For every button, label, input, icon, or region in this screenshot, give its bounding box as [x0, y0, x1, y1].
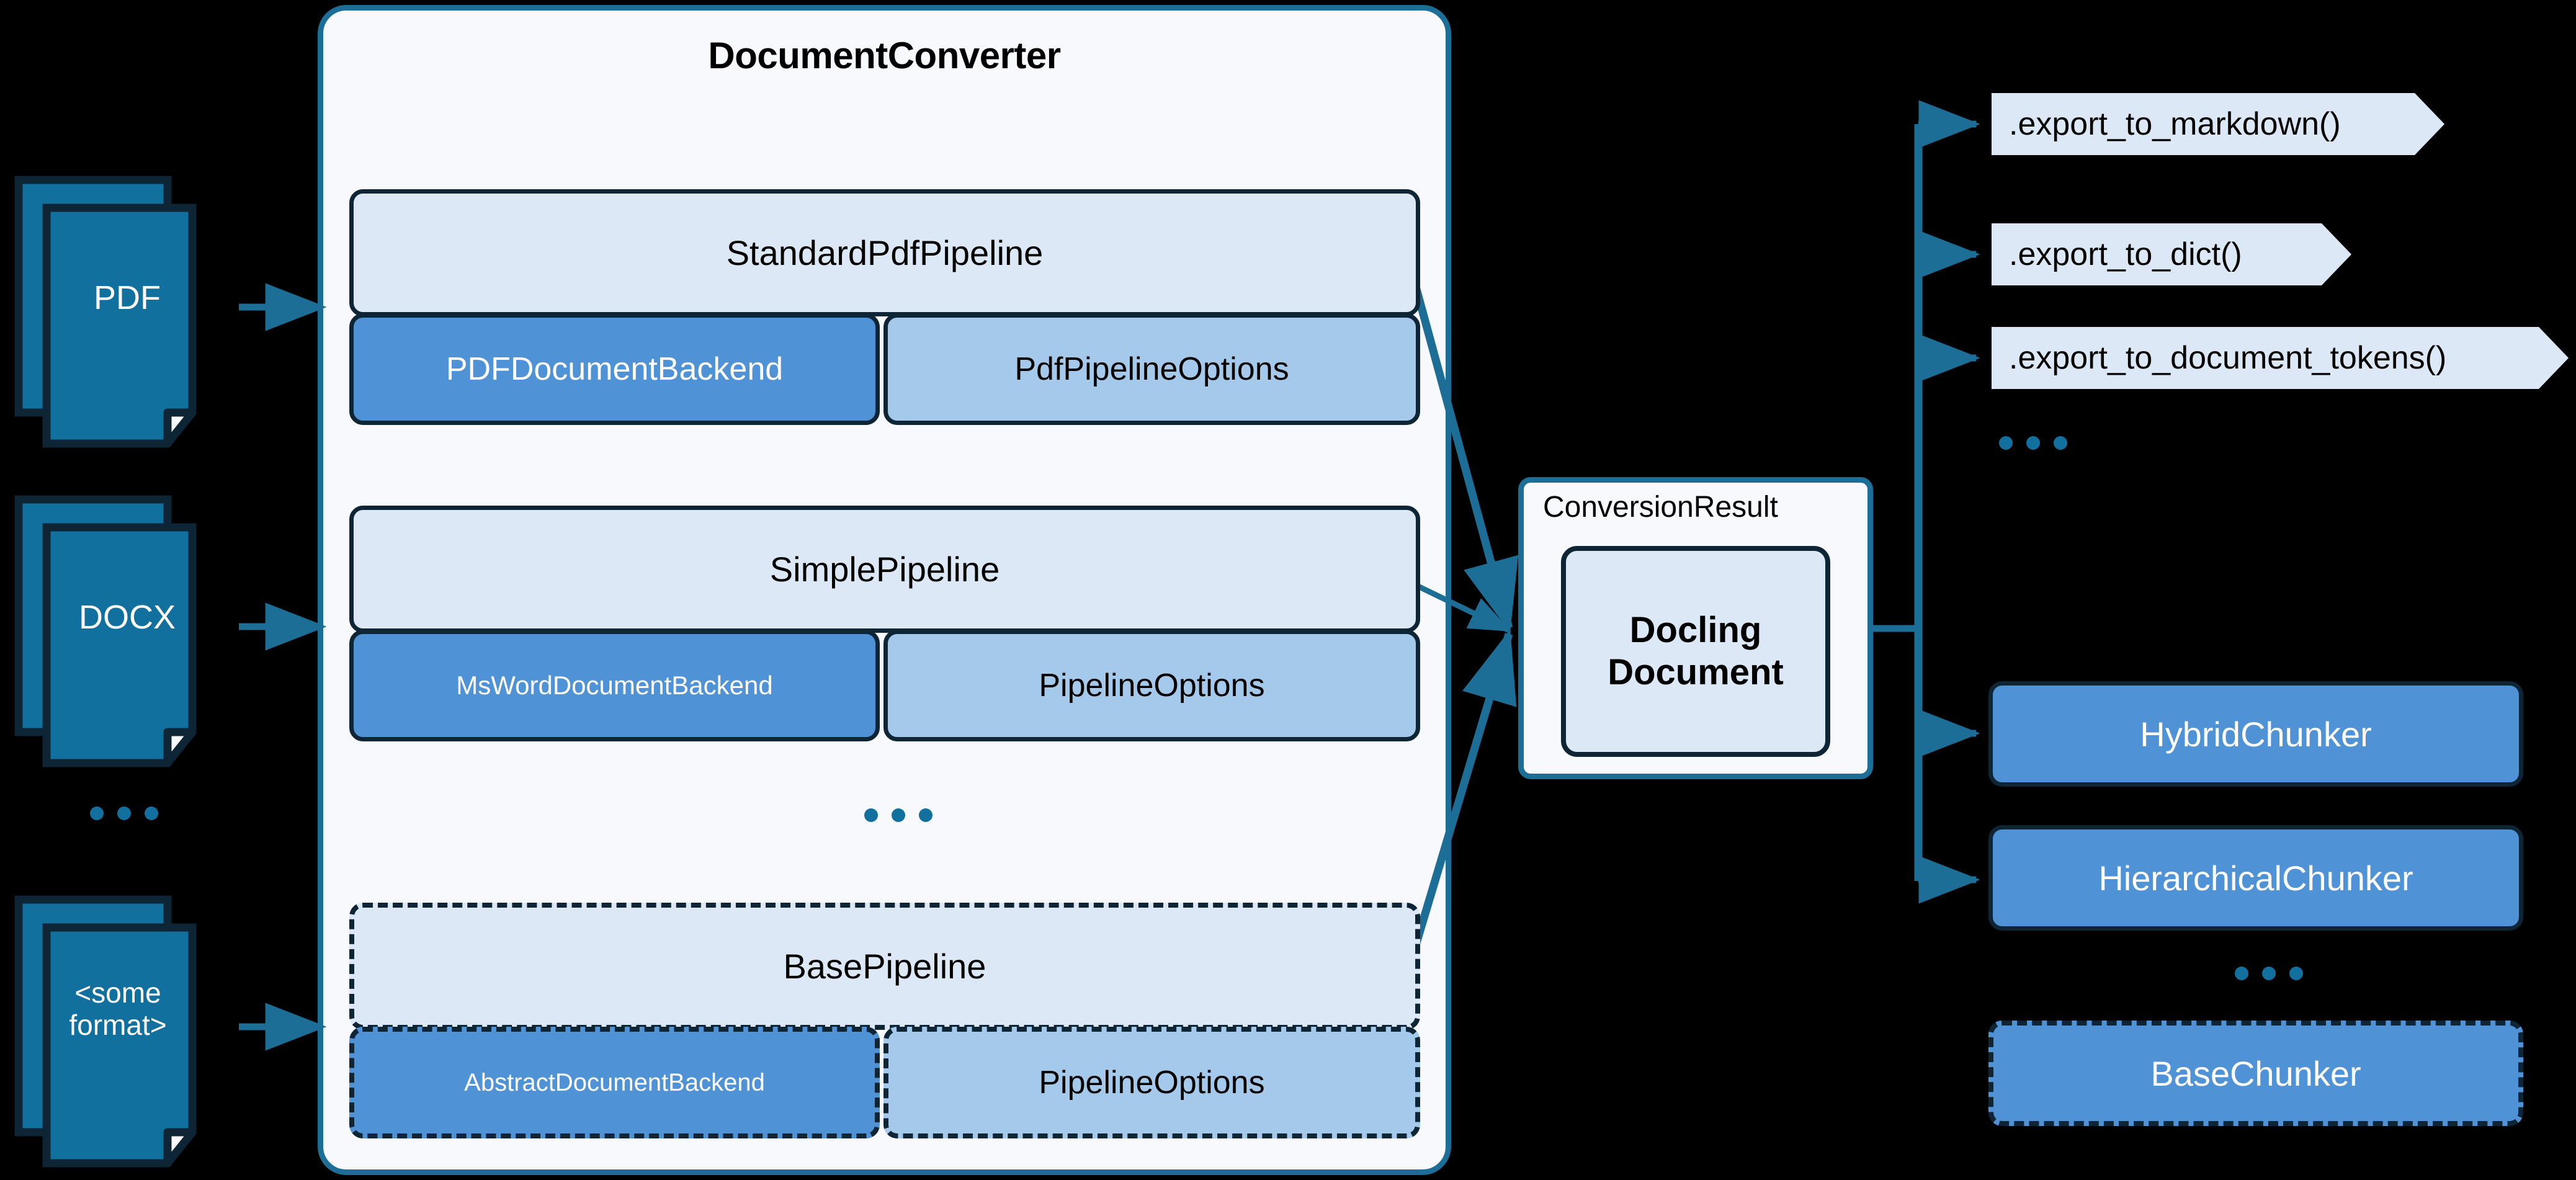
conversion-result-label: ConversionResult [1543, 491, 1778, 524]
pipeline-header-standardpdfpipeline[interactable]: StandardPdfPipeline [349, 189, 1420, 316]
chunker-label-hierarchicalchunker: HierarchicalChunker [2098, 858, 2413, 898]
chunker-hierarchicalchunker[interactable]: HierarchicalChunker [1988, 825, 2523, 931]
export-label-dict: .export_to_dict() [2009, 236, 2242, 272]
pipeline-options-pipelineoptions-1[interactable]: PipelineOptions [883, 630, 1420, 741]
chunker-basechunker[interactable]: BaseChunker [1988, 1021, 2523, 1126]
docling-document-line1: Docling [1629, 609, 1762, 650]
chunker-label-basechunker: BaseChunker [2150, 1053, 2361, 1093]
input-more-ellipsis [90, 807, 158, 820]
exports-more-ellipsis [1999, 436, 2067, 450]
pipeline-backend-label-1: MsWordDocumentBackend [456, 671, 773, 700]
chunkers-more-ellipsis [2235, 967, 2303, 980]
pipeline-backend-label-2: AbstractDocumentBackend [464, 1068, 765, 1096]
input-icon-pdf[interactable]: PDF [12, 164, 242, 450]
page-title: DocumentConverter [708, 35, 1061, 76]
pipeline-backend-abstractdocumentbackend[interactable]: AbstractDocumentBackend [349, 1027, 880, 1138]
chunker-label-hybridchunker: HybridChunker [2140, 714, 2372, 754]
pipeline-backend-msworddocumentbackend[interactable]: MsWordDocumentBackend [349, 630, 880, 741]
export-label-markdown: .export_to_markdown() [2009, 106, 2341, 142]
pipeline-name-basepipeline: BasePipeline [783, 947, 986, 986]
export-label-document-tokens: .export_to_document_tokens() [2009, 340, 2447, 376]
document-stack-icon [14, 176, 197, 448]
pipelines-more-ellipsis [864, 808, 932, 822]
export-tag-dict[interactable]: .export_to_dict() [1992, 223, 2351, 285]
pipeline-name-standardpdfpipeline: StandardPdfPipeline [726, 233, 1044, 272]
pipeline-name-simplepipeline: SimplePipeline [769, 550, 1000, 589]
pipeline-options-label-2: PipelineOptions [1039, 1065, 1265, 1101]
docling-document-line2: Document [1608, 652, 1784, 692]
pipeline-options-label-1: PipelineOptions [1039, 668, 1265, 704]
pipeline-options-pipelineoptions-2[interactable]: PipelineOptions [883, 1027, 1420, 1138]
pipeline-options-pdfpipelineoptions[interactable]: PdfPipelineOptions [883, 313, 1420, 425]
input-icon-docx[interactable]: DOCX [12, 484, 242, 769]
pipeline-options-label-0: PdfPipelineOptions [1014, 351, 1289, 387]
pipeline-backend-pdfdocumentbackend[interactable]: PDFDocumentBackend [349, 313, 880, 425]
export-tag-markdown[interactable]: .export_to_markdown() [1992, 93, 2444, 155]
chunker-hybridchunker[interactable]: HybridChunker [1988, 681, 2523, 787]
pipeline-backend-label-0: PDFDocumentBackend [445, 351, 784, 387]
document-stack-icon [14, 895, 197, 1168]
docling-document-box[interactable]: Docling Document [1561, 546, 1830, 757]
document-stack-icon [14, 495, 197, 767]
input-icon-some-format[interactable]: <some format> [12, 884, 242, 1169]
pipeline-header-basepipeline[interactable]: BasePipeline [349, 903, 1420, 1030]
export-tag-document-tokens[interactable]: .export_to_document_tokens() [1992, 327, 2569, 389]
pipeline-header-simplepipeline[interactable]: SimplePipeline [349, 506, 1420, 633]
